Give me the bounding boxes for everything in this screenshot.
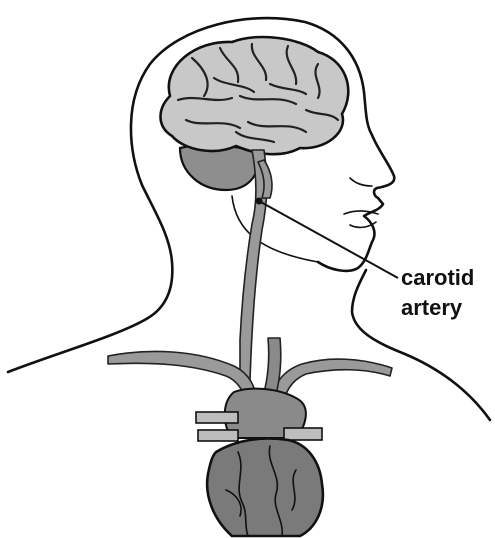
face-details <box>344 178 378 227</box>
brain <box>161 37 349 154</box>
jaw-line <box>232 196 318 262</box>
carotid-label-line1: carotid <box>401 265 491 291</box>
heart <box>196 389 323 536</box>
carotid-label-line2: artery <box>401 295 491 321</box>
